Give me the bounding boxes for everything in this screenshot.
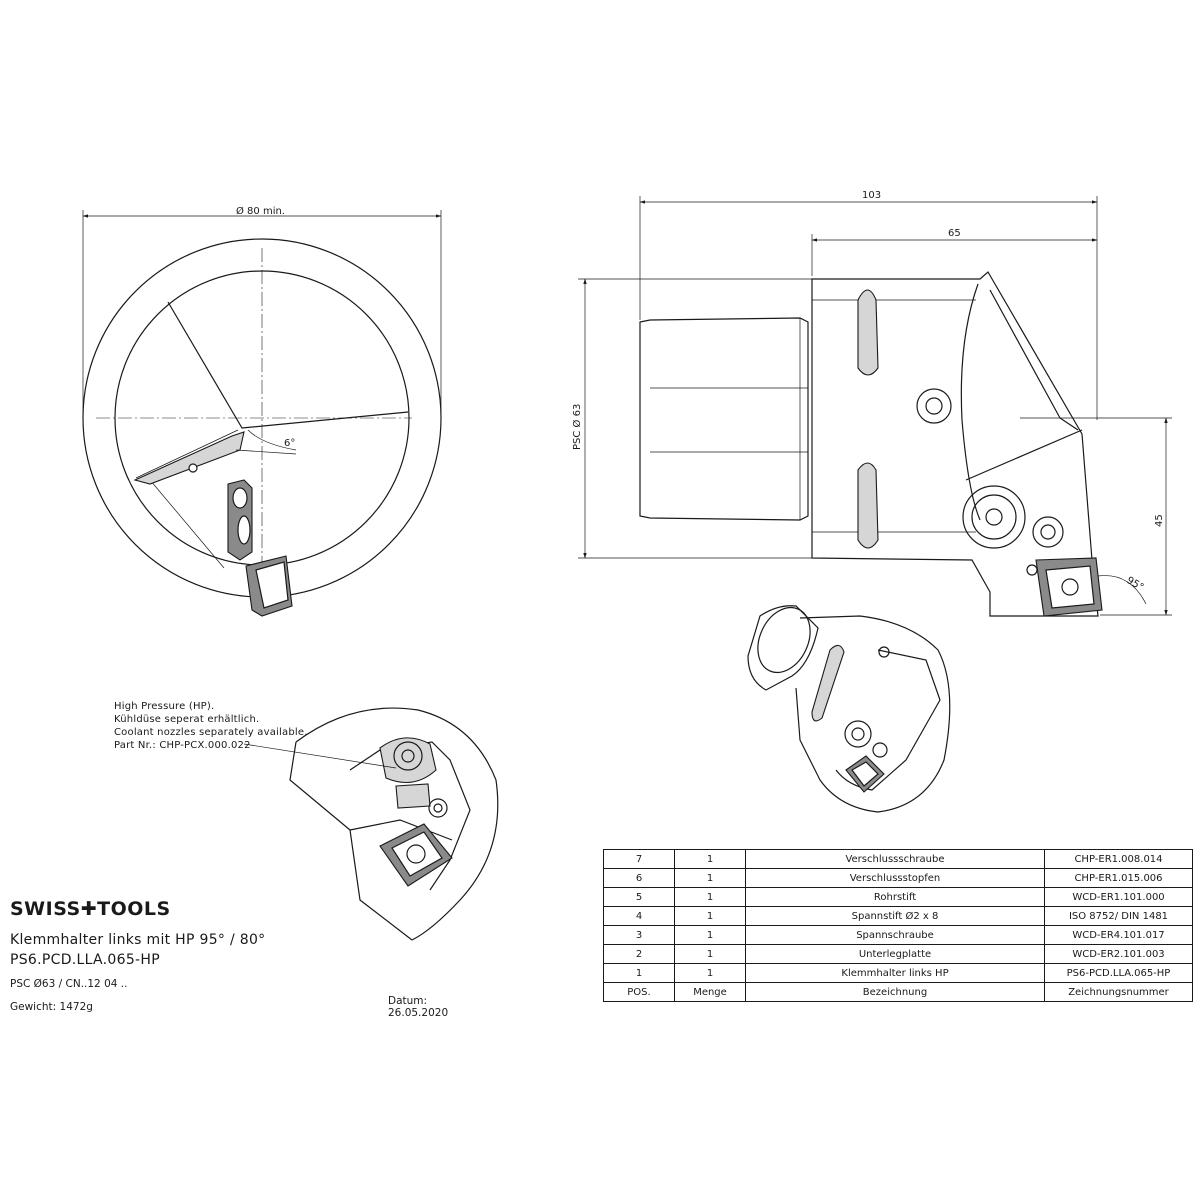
detail-view — [243, 707, 499, 941]
table-row: 3 1 Spannschraube WCD-ER4.101.017 — [603, 925, 1193, 945]
pos-cell: 5 — [603, 887, 675, 907]
pos-cell: 6 — [603, 868, 675, 888]
length-103-label: 103 — [862, 190, 881, 201]
table-row: 4 1 Spannstift Ø2 x 8 ISO 8752/ DIN 1481 — [603, 906, 1193, 926]
title-block: SWISS✚TOOLS Klemmhalter links mit HP 95°… — [10, 898, 490, 1019]
brand-logo: SWISS✚TOOLS — [10, 898, 171, 920]
drawing-code: PS6.PCD.LLA.065-HP — [10, 952, 160, 968]
weight-line: Gewicht: 1472g — [10, 1001, 93, 1013]
table-header-row: POS. Menge Bezeichnung Zeichnungsnummer — [603, 982, 1193, 1002]
pos-cell: 4 — [603, 906, 675, 926]
table-row: 2 1 Unterlegplatte WCD-ER2.101.003 — [603, 944, 1193, 964]
table-row: 7 1 Verschlussschraube CHP-ER1.008.014 — [603, 849, 1193, 869]
number-cell: PS6-PCD.LLA.065-HP — [1044, 963, 1193, 983]
pos-cell: 1 — [603, 963, 675, 983]
number-cell: ISO 8752/ DIN 1481 — [1044, 906, 1193, 926]
coolant-note: High Pressure (HP). Kühldüse seperat erh… — [114, 701, 308, 751]
header-qty: Menge — [674, 982, 746, 1002]
angle-6-label: 6° — [284, 438, 295, 449]
number-cell: CHP-ER1.008.014 — [1044, 849, 1193, 869]
name-cell: Klemmhalter links HP — [745, 963, 1045, 983]
note-line-4: Part Nr.: CHP-PCX.000.022 — [114, 740, 251, 751]
height-45-label: 45 — [1154, 514, 1165, 527]
qty-cell: 1 — [674, 887, 746, 907]
qty-cell: 1 — [674, 944, 746, 964]
angle-95-label: 95° — [1125, 575, 1146, 593]
qty-cell: 1 — [674, 925, 746, 945]
header-pos: POS. — [603, 982, 675, 1002]
table-row: 1 1 Klemmhalter links HP PS6-PCD.LLA.065… — [603, 963, 1193, 983]
diameter-min-label: Ø 80 min. — [236, 205, 285, 217]
psc-63-label: PSC Ø 63 — [571, 404, 583, 450]
number-cell: WCD-ER1.101.000 — [1044, 887, 1193, 907]
qty-cell: 1 — [674, 849, 746, 869]
pos-cell: 3 — [603, 925, 675, 945]
name-cell: Rohrstift — [745, 887, 1045, 907]
header-number: Zeichnungsnummer — [1044, 982, 1193, 1002]
length-65-label: 65 — [948, 228, 961, 239]
parts-table: 7 1 Verschlussschraube CHP-ER1.008.014 6… — [603, 849, 1193, 1002]
name-cell: Spannschraube — [745, 925, 1045, 945]
name-cell: Spannstift Ø2 x 8 — [745, 906, 1045, 926]
date-line: Datum: 26.05.2020 — [388, 995, 449, 1019]
note-line-1: High Pressure (HP). — [114, 701, 214, 712]
number-cell: WCD-ER4.101.017 — [1044, 925, 1193, 945]
pos-cell: 2 — [603, 944, 675, 964]
isometric-view — [747, 605, 951, 813]
name-cell: Unterlegplatte — [745, 944, 1045, 964]
name-cell: Verschlussstopfen — [745, 868, 1045, 888]
end-view: Ø 80 min. 6° — [82, 205, 442, 617]
note-line-2: Kühldüse seperat erhältlich. — [114, 714, 259, 725]
spec-line: PSC Ø63 / CN..12 04 .. — [10, 978, 128, 990]
qty-cell: 1 — [674, 906, 746, 926]
number-cell: WCD-ER2.101.003 — [1044, 944, 1193, 964]
side-view: 103 65 PSC Ø 63 45 — [571, 190, 1172, 617]
drawing-title: Klemmhalter links mit HP 95° / 80° — [10, 932, 266, 948]
table-row: 5 1 Rohrstift WCD-ER1.101.000 — [603, 887, 1193, 907]
header-name: Bezeichnung — [745, 982, 1045, 1002]
qty-cell: 1 — [674, 963, 746, 983]
table-row: 6 1 Verschlussstopfen CHP-ER1.015.006 — [603, 868, 1193, 888]
pos-cell: 7 — [603, 849, 675, 869]
note-line-3: Coolant nozzles separately available. — [114, 727, 308, 738]
qty-cell: 1 — [674, 868, 746, 888]
number-cell: CHP-ER1.015.006 — [1044, 868, 1193, 888]
name-cell: Verschlussschraube — [745, 849, 1045, 869]
